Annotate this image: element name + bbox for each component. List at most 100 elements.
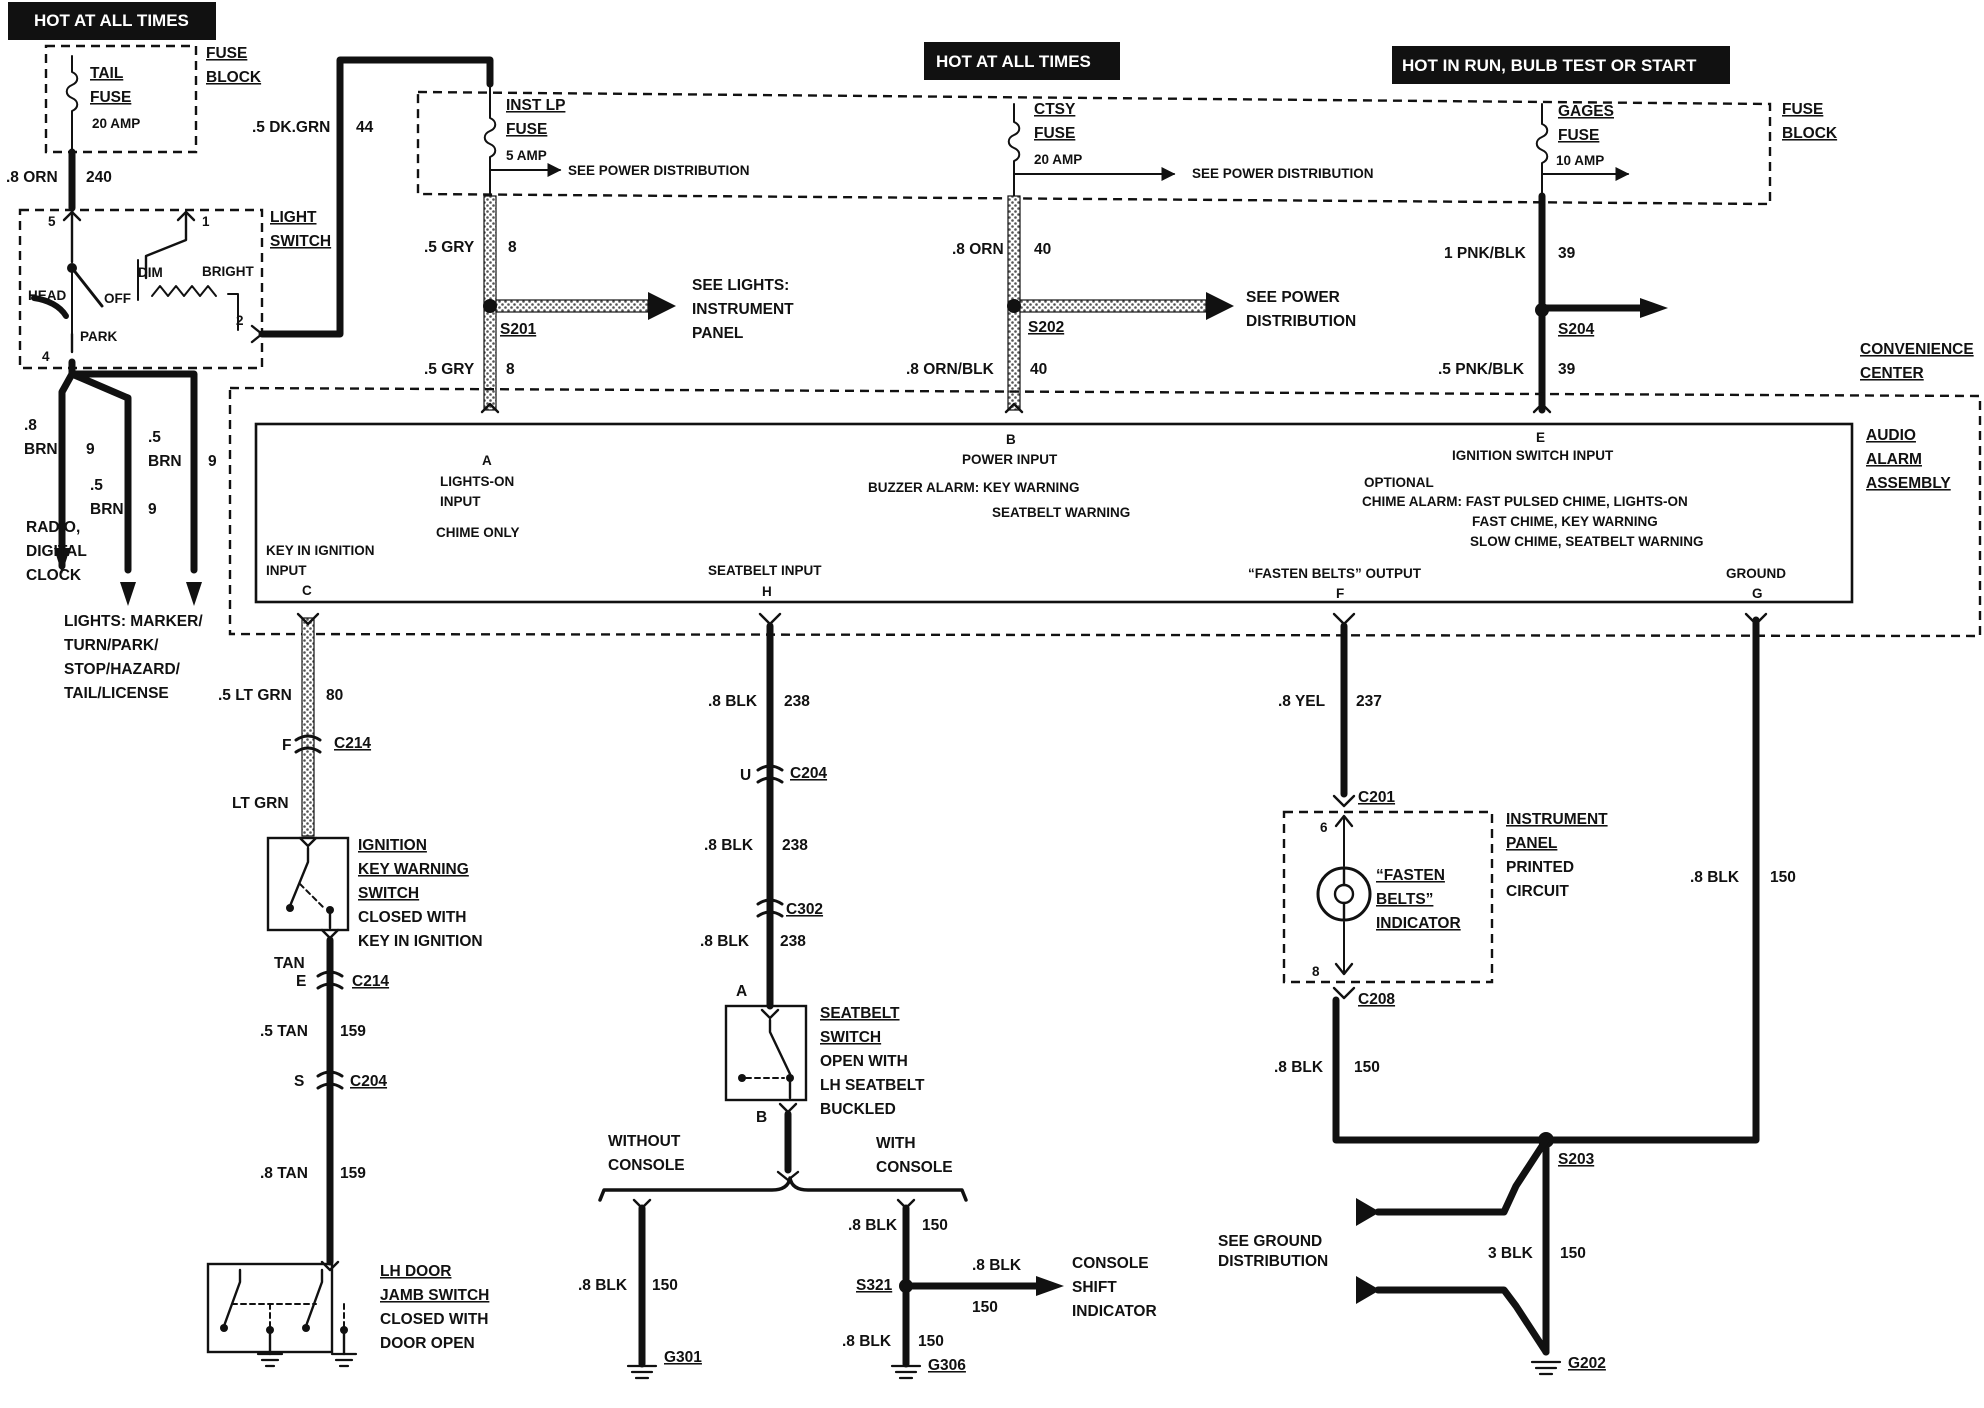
label-wires-dkgrn: .5 DK.GRN (252, 119, 330, 136)
label-module-buzzer1: BUZZER ALARM: KEY WARNING (868, 480, 1080, 495)
label-light_switch-off: OFF (104, 291, 131, 306)
label-ign_switch-l2: KEY WARNING (358, 861, 469, 878)
label-module-b_pin: B (1006, 432, 1016, 447)
label-module-b_l1: POWER INPUT (962, 452, 1058, 467)
label-wires-brn_a_c: 9 (86, 441, 95, 458)
wire-brn-9 (54, 358, 202, 606)
label-light_switch-pin4: 4 (42, 349, 50, 364)
label-pins-e: E (296, 973, 306, 990)
instrument-panel-printed-circuit: INSTRUMENT PANEL PRINTED CIRCUIT (1282, 810, 1608, 984)
label-wires-pnkblk_bot: .5 PNK/BLK (1438, 361, 1525, 378)
label-wires-gry_bot_c: 8 (506, 361, 515, 378)
label-wires-blk150_g301_c: 150 (652, 1277, 678, 1294)
label-wires-blk150_shift_c: 150 (972, 1299, 998, 1316)
wire-pnk-blk-39 (1532, 192, 1668, 414)
label-refs-with2: CONSOLE (876, 1159, 953, 1176)
connector-c214-f: C214 (334, 735, 371, 752)
splice-s203: S203 (1558, 1151, 1595, 1168)
label-refs-without2: CONSOLE (608, 1157, 685, 1174)
splice-s202: S202 (1028, 319, 1064, 336)
label-refs-gnd2: DISTRIBUTION (1218, 1253, 1328, 1270)
tail-fuse-label: TAIL (90, 65, 123, 82)
label-fuse_block_1-fuse_line2: FUSE (90, 89, 131, 106)
wire-blk-238 (756, 612, 784, 1010)
label-refs-console2: SHIFT (1072, 1279, 1117, 1296)
label-refs-lightsb1: LIGHTS: MARKER/ (64, 613, 203, 630)
label-wires-blk150_gnd: .8 BLK (1690, 869, 1740, 886)
label-module-f_l1: “FASTEN BELTS” OUTPUT (1248, 566, 1422, 581)
label-wires-blk150_c1: .8 BLK (848, 1217, 898, 1234)
label-wires-orn240: .8 ORN (6, 169, 58, 186)
label-wires-brn_c_2: BRN (90, 501, 124, 518)
label-wires-pnkblk_top: 1 PNK/BLK (1444, 245, 1527, 262)
label-fuse_block_2-block_line1: FUSE (1782, 101, 1823, 118)
label-module-chime1: CHIME ALARM: FAST PULSED CHIME, LIGHTS-O… (1362, 494, 1688, 509)
audio-alarm-assembly: AUDIO ALARM ASSEMBLY A LIGHTS-ON INPUT C… (254, 422, 1951, 604)
label-wires-blk150_gnd_c: 150 (1770, 869, 1796, 886)
label-module-a_l3: CHIME ONLY (436, 525, 520, 540)
label-refs-without1: WITHOUT (608, 1133, 681, 1150)
label-wires-gry_bot: .5 GRY (424, 361, 475, 378)
label-light_switch-pin1: 1 (202, 214, 210, 229)
label-fuses-1-note: SEE POWER DISTRIBUTION (1192, 166, 1374, 181)
hot-at-all-times-label-left: HOT AT ALL TIMES (8, 2, 216, 40)
label-wires-brn_b_2: BRN (148, 453, 182, 470)
label-module-h_pin: H (762, 584, 772, 599)
label-refs-conv1: CONVENIENCE (1860, 341, 1974, 358)
label-pins-b: B (756, 1109, 767, 1126)
connector-c204-u: C204 (790, 765, 827, 782)
ground-g306: G306 (928, 1357, 966, 1374)
label-module-a_pin: A (482, 453, 492, 468)
label-wires-brn_c_1: .5 (90, 477, 103, 494)
label-fuses-0-line2: FUSE (506, 121, 547, 138)
label-refs-radio1: RADIO, (26, 519, 80, 536)
label-wires-blk150_c2_c: 150 (918, 1333, 944, 1350)
label-wires-tan: TAN (274, 955, 305, 972)
connector-c201: C201 (1358, 789, 1395, 806)
label-wires-brn_b_1: .5 (148, 429, 161, 446)
label-fuses-0-rating: 5 AMP (506, 148, 547, 163)
label-wires-dkgrn_c: 44 (356, 119, 374, 136)
lh-door-jamb-switch: LH DOOR JAMB SWITCH CLOSED WITH DOOR OPE… (206, 1262, 489, 1368)
label-wires-ornblk_c: 40 (1030, 361, 1047, 378)
label-light_switch-title2: SWITCH (270, 233, 331, 250)
tail-fuse-rating: 20 AMP (92, 116, 140, 131)
label-wires-ornblk: .8 ORN/BLK (906, 361, 995, 378)
label-wires-gry_top: .5 GRY (424, 239, 475, 256)
label-fuses-0-line1: INST LP (506, 97, 565, 114)
light-switch: 5 1 HEAD OFF PARK DIM BRIGHT 2 4 LIGHT S… (18, 208, 331, 370)
label-pins-f: F (282, 737, 291, 754)
label-ip_circuit-l2: PANEL (1506, 835, 1557, 852)
label-wires-blk150_c1_c: 150 (922, 1217, 948, 1234)
label-refs-conv2: CENTER (1860, 365, 1924, 382)
wire-blk-150-seatbelt (598, 1102, 968, 1202)
label-ign_switch-l4: CLOSED WITH (358, 909, 467, 926)
label-fuse_block_2-block_line2: BLOCK (1782, 125, 1838, 142)
label-refs-console3: INDICATOR (1072, 1303, 1157, 1320)
label-wires-blk238a_c: 238 (784, 693, 810, 710)
fuse-block-label: FUSE (206, 45, 247, 62)
label-module-f_pin: F (1336, 586, 1344, 601)
label-refs-radio2: DIGITAL (26, 543, 87, 560)
label-module-e_l1: IGNITION SWITCH INPUT (1452, 448, 1614, 463)
wire-lt-grn-80 (294, 612, 322, 837)
label-wires-blk238a: .8 BLK (708, 693, 758, 710)
label-module-e_pin: E (1536, 430, 1545, 445)
label-module-g_l1: GROUND (1726, 566, 1786, 581)
wire-yel-237 (1332, 612, 1356, 808)
label-ip_circuit-l1: INSTRUMENT (1506, 811, 1608, 828)
label-light_switch-pin5: 5 (48, 214, 56, 229)
label-module-h_l1: SEATBELT INPUT (708, 563, 822, 578)
label-door_switch-l3: CLOSED WITH (380, 1311, 489, 1328)
label-wires-blk238b: .8 BLK (704, 837, 754, 854)
label-hot_labels-h1: HOT AT ALL TIMES (34, 11, 189, 30)
label-seatbelt_switch-l2: SWITCH (820, 1029, 881, 1046)
label-pins-u: U (740, 767, 751, 784)
label-pins-a: A (736, 983, 747, 1000)
connector-c302: C302 (786, 901, 823, 918)
label-module-c_pin: C (302, 583, 312, 598)
label-wires-ltgrn_c: 80 (326, 687, 343, 704)
label-wires-pnkblk_top_c: 39 (1558, 245, 1576, 262)
label-wires-gry_top_c: 8 (508, 239, 517, 256)
wire-dkgrn-44 (258, 56, 494, 338)
